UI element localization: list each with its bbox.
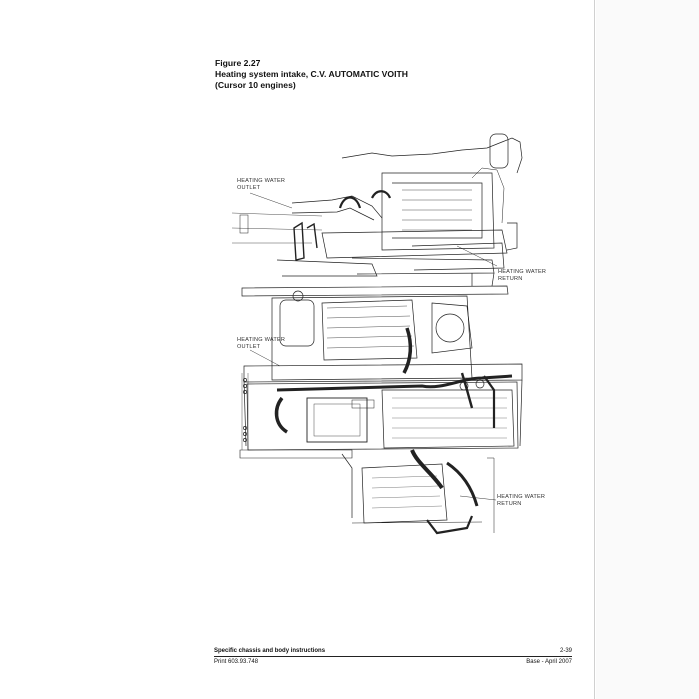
- callout-leaders: [249, 192, 498, 501]
- callout-heating-water-return-bottom: HEATING WATER RETURN: [497, 494, 545, 507]
- callout-heating-water-return-top: HEATING WATER RETURN: [498, 269, 546, 282]
- page-margin: [596, 0, 699, 699]
- engine-heating-schematic: [231, 133, 523, 535]
- figure-title-line1: Heating system intake, C.V. AUTOMATIC VO…: [215, 69, 408, 79]
- figure-number: Figure 2.27: [215, 58, 261, 68]
- footer-print-code: Print 603.93.748: [214, 659, 259, 665]
- side-view: [231, 133, 523, 277]
- footer-section-title: Specific chassis and body instructions: [214, 648, 326, 654]
- callout-heating-water-outlet-top: HEATING WATER OUTLET: [237, 178, 285, 191]
- callout-line: RETURN: [497, 500, 522, 507]
- callout-line: RETURN: [498, 275, 523, 282]
- callout-line: HEATING WATER: [237, 337, 286, 343]
- footer-divider: [214, 656, 572, 657]
- figure-title-line2: (Cursor 10 engines): [215, 80, 296, 90]
- callout-line: HEATING WATER: [237, 178, 286, 184]
- footer-page-number: 2-39: [559, 648, 572, 654]
- callout-heating-water-outlet-bottom: HEATING WATER OUTLET: [237, 337, 285, 350]
- plan-view: [241, 290, 523, 451]
- callout-line: OUTLET: [237, 343, 261, 350]
- callout-line: HEATING WATER: [497, 494, 546, 500]
- footer-edition: Base - April 2007: [526, 659, 572, 665]
- callout-line: HEATING WATER: [498, 269, 547, 275]
- callout-line: OUTLET: [237, 184, 261, 191]
- technical-drawing: [231, 128, 562, 540]
- frame-rail: [241, 272, 509, 297]
- lower-cross-member: [239, 449, 495, 535]
- figure-caption: Figure 2.27 Heating system intake, C.V. …: [215, 58, 408, 91]
- page-edge-line: [594, 0, 595, 699]
